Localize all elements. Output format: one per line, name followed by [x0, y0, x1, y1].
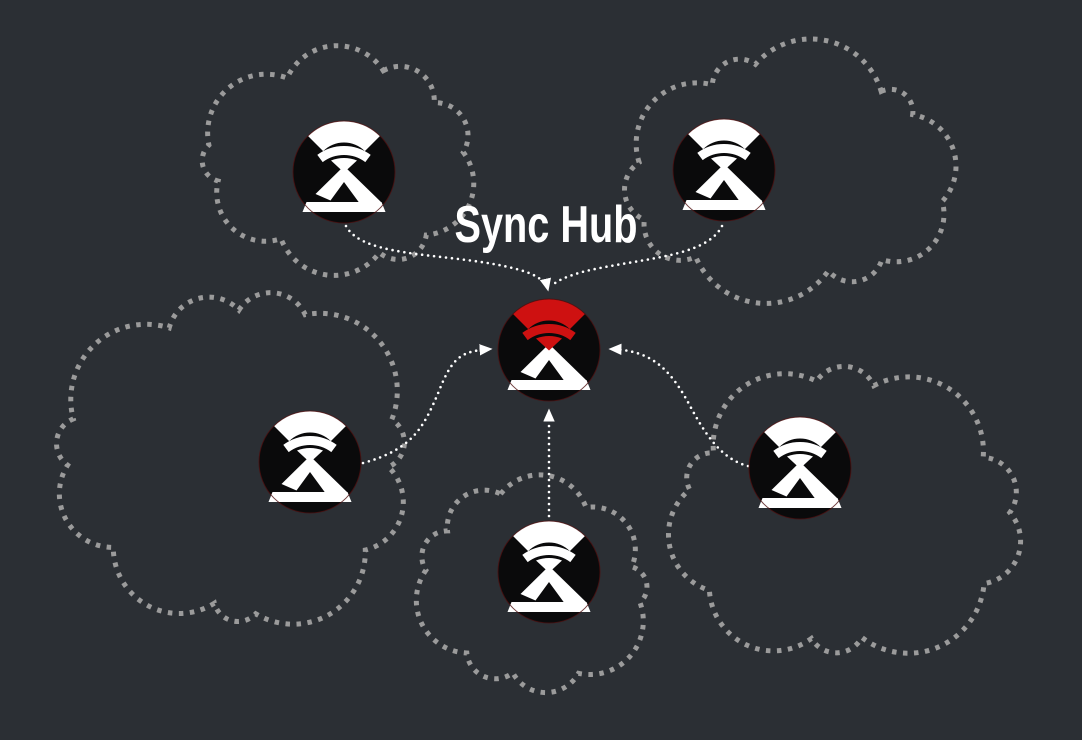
- satellite-node-right: [748, 416, 852, 520]
- wifi-beacon-icon: [511, 521, 587, 573]
- arrow-top-right-to-hub: [551, 224, 724, 287]
- diagram-title: Sync Hub: [455, 196, 638, 254]
- cloud-outline-top-left: [199, 43, 477, 278]
- clouds-layer: [54, 36, 1024, 696]
- satellite-node-left: [258, 410, 362, 514]
- cloud-outline-bottom: [413, 472, 650, 696]
- triangle-icon: [507, 344, 591, 390]
- wifi-beacon-icon: [762, 417, 838, 469]
- wifi-beacon-icon: [272, 411, 348, 463]
- triangle-icon: [682, 164, 766, 210]
- cloud-outline-top-right: [622, 36, 959, 306]
- satellite-node-top-left: [292, 120, 396, 224]
- arrow-top-left-to-hub: [344, 224, 551, 292]
- wifi-beacon-icon: [686, 119, 762, 171]
- hub-node: [497, 298, 601, 402]
- cloud-outline-right: [666, 363, 1024, 656]
- satellite-node-top-right: [672, 118, 776, 222]
- arrows-layer: [344, 224, 750, 518]
- triangle-icon: [268, 456, 352, 502]
- triangle-icon: [758, 462, 842, 508]
- triangle-icon: [507, 566, 591, 612]
- arrow-right-to-hub: [608, 343, 750, 468]
- cloud-outline-left: [54, 290, 407, 627]
- wifi-beacon-icon: [511, 299, 587, 351]
- wifi-beacon-icon: [306, 121, 382, 173]
- arrow-left-to-hub: [361, 344, 493, 465]
- satellite-node-bottom: [497, 520, 601, 624]
- triangle-icon: [302, 166, 386, 212]
- nodes-layer: [258, 118, 852, 624]
